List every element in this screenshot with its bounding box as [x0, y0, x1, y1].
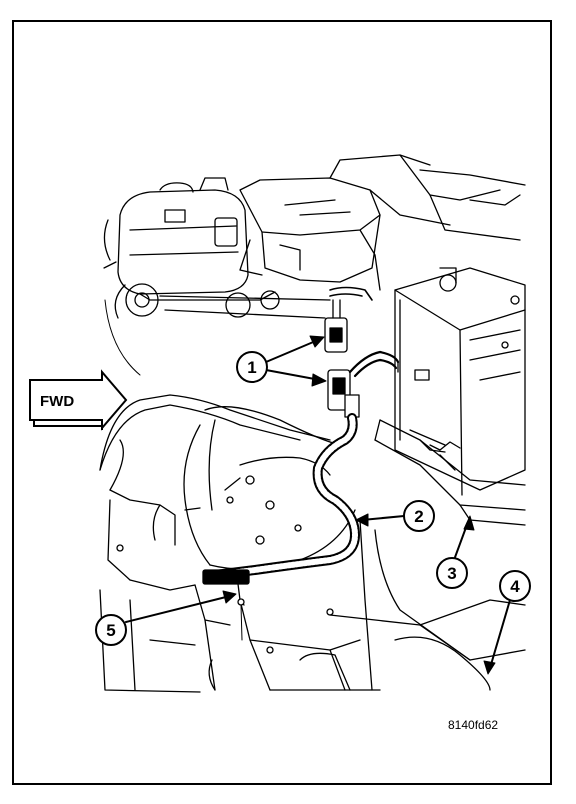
callout-2-number: 2	[414, 507, 423, 526]
callout-1: 1	[236, 351, 268, 383]
lower-structure	[99, 519, 526, 693]
callout-5-number: 5	[106, 621, 115, 640]
arrowhead-3	[463, 515, 475, 531]
leader-5	[125, 595, 231, 623]
leader-1b	[265, 369, 321, 381]
arrowhead-1b	[311, 373, 327, 387]
leader-4	[489, 599, 511, 669]
wiring-harness	[202, 286, 400, 641]
upper-body-structure	[239, 154, 526, 291]
arrowhead-1a	[309, 335, 325, 348]
arrowhead-5	[222, 590, 237, 604]
callout-4-number: 4	[510, 577, 520, 596]
leader-1a	[265, 339, 319, 363]
callout-4: 4	[499, 570, 531, 602]
callout-2: 2	[403, 500, 435, 532]
figure-frame	[12, 20, 552, 785]
arrowhead-2	[355, 513, 369, 527]
module-housing	[394, 267, 526, 496]
callout-leaders	[125, 339, 511, 669]
leader-2	[361, 515, 405, 521]
mounting-bracket	[374, 419, 526, 526]
master-cylinder-reservoir	[103, 177, 331, 376]
callout-3-number: 3	[447, 564, 456, 583]
figure-id: 8140fd62	[448, 718, 499, 732]
fwd-arrow: FWD	[29, 369, 128, 431]
arrowhead-4	[483, 660, 496, 675]
fwd-label: FWD	[40, 393, 74, 410]
callout-3: 3	[436, 557, 468, 589]
callout-1-number: 1	[247, 358, 256, 377]
callout-5: 5	[95, 614, 127, 646]
